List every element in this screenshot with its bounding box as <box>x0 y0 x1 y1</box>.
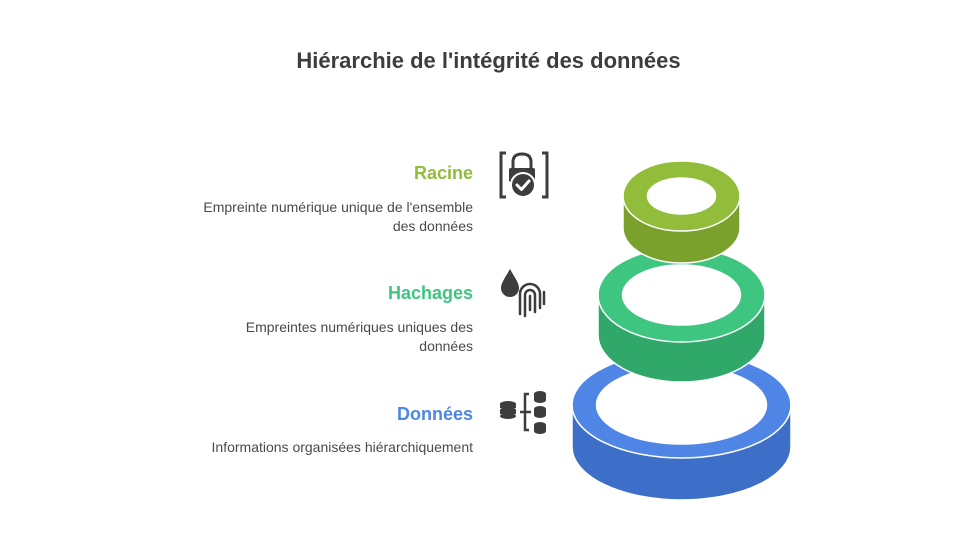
level-heading-hachages: Hachages <box>387 283 473 303</box>
level-desc-racine: Empreinte numérique unique de l'ensemble… <box>173 198 473 236</box>
level-heading-racine: Racine <box>413 163 473 183</box>
page-title: Hiérarchie de l'intégrité des données <box>296 48 681 73</box>
level-desc-hachages-line2: données <box>419 338 473 354</box>
database-tree-icon <box>496 386 552 442</box>
level-desc-donnees: Informations organisées hiérarchiquement <box>173 438 473 457</box>
level-desc-donnees-line1: Informations organisées hiérarchiquement <box>211 439 473 455</box>
ring-racine <box>622 160 741 264</box>
level-desc-hachages: Empreintes numériques uniques des donnée… <box>173 318 473 356</box>
level-heading-donnees: Données <box>396 404 473 424</box>
lock-check-icon <box>496 147 552 203</box>
level-desc-racine-line2: des données <box>392 218 473 234</box>
level-desc-hachages-line1: Empreintes numériques uniques des <box>245 319 473 335</box>
ring-donnees <box>571 351 792 501</box>
level-desc-racine-line1: Empreinte numérique unique de l'ensemble <box>203 199 473 215</box>
stacked-rings <box>560 150 800 510</box>
ring-hachages <box>597 247 766 383</box>
drop-fingerprint-icon <box>496 266 552 322</box>
